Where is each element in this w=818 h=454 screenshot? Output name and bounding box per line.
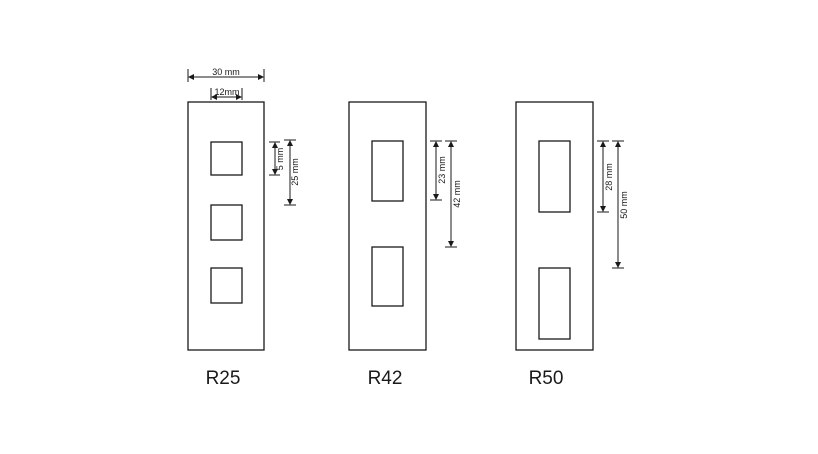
plate-r42: 23 mm 42 mm R42 <box>348 101 462 389</box>
dim-r42-hole-height-text: 23 mm <box>437 156 447 184</box>
plate-r50-hole-2 <box>538 267 571 340</box>
dim-r25-hole-width: 12mm <box>210 87 243 100</box>
dim-r50-pitch-text: 50 mm <box>619 191 629 219</box>
plate-r25-hole-3 <box>210 267 243 304</box>
dim-r42-pitch-text: 42 mm <box>452 180 462 208</box>
plate-r42-label: R42 <box>368 368 403 389</box>
dim-r25-pitch: 25 mm <box>284 139 300 206</box>
dim-r50-hole-height: 28 mm <box>597 140 614 213</box>
dim-r25-plate-width: 30 mm <box>187 67 265 82</box>
plate-r50-label: R50 <box>529 368 564 389</box>
plate-r50: 28 mm 50 mm R50 <box>515 101 629 389</box>
dim-r42-hole-height: 23 mm <box>430 140 447 201</box>
plate-r50-hole-1 <box>538 140 571 213</box>
plate-r25-hole-1 <box>210 141 243 176</box>
dim-r25-gap: 5 mm <box>269 141 285 176</box>
dim-r42-pitch: 42 mm <box>445 140 462 248</box>
plate-r25-hole-2 <box>210 204 243 241</box>
dim-r25-plate-width-text: 30 mm <box>212 67 240 77</box>
plate-r25-label: R25 <box>206 368 241 389</box>
plate-r42-hole-1 <box>371 140 404 202</box>
plate-r42-hole-2 <box>371 246 404 307</box>
dim-r25-gap-text: 5 mm <box>275 148 285 171</box>
plate-r42-outline <box>348 101 427 351</box>
plate-r25: 30 mm 12mm 5 mm 25 mm R25 <box>187 67 300 389</box>
dim-r50-hole-height-text: 28 mm <box>604 163 614 191</box>
dim-r25-hole-width-text: 12mm <box>214 87 239 97</box>
dim-r25-pitch-text: 25 mm <box>290 158 300 186</box>
dim-r50-pitch: 50 mm <box>612 140 629 269</box>
